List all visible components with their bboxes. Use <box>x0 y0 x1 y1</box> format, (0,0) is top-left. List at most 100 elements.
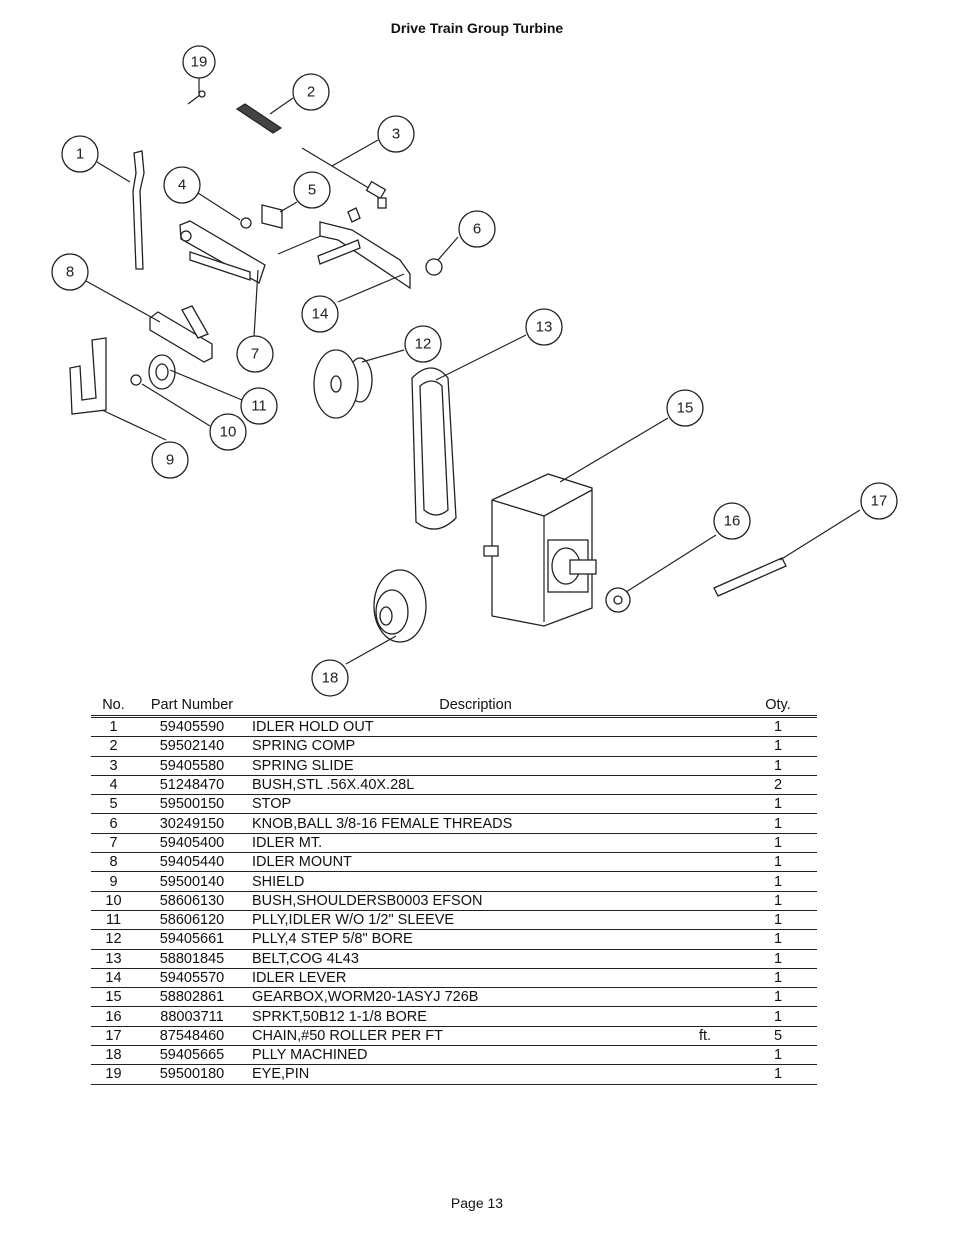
cell-qty: 1 <box>739 756 817 776</box>
svg-text:8: 8 <box>66 264 74 281</box>
bush-part <box>240 217 252 229</box>
cell-part-number: 58606120 <box>136 910 248 931</box>
cell-unit <box>699 736 739 757</box>
cell-description: PLLY,IDLER W/O 1/2" SLEEVE <box>248 910 699 931</box>
cell-unit <box>699 929 739 950</box>
cell-no: 3 <box>91 756 136 776</box>
parts-table-header: No. Part Number Description Oty. <box>91 696 817 718</box>
page-title: Drive Train Group Turbine <box>390 20 564 36</box>
cell-unit <box>699 794 739 815</box>
cell-qty: 1 <box>739 929 817 950</box>
cell-description: IDLER MT. <box>248 833 699 854</box>
callout-15: 15 <box>666 389 704 427</box>
callout-7: 7 <box>236 335 274 373</box>
svg-text:11: 11 <box>251 398 267 415</box>
svg-text:3: 3 <box>392 126 400 143</box>
eye-pin-part <box>187 90 206 105</box>
cell-description: SPRKT,50B12 1-1/8 BORE <box>248 1006 699 1027</box>
svg-text:1: 1 <box>76 146 84 163</box>
cell-qty: 1 <box>739 871 817 892</box>
callout-9: 9 <box>151 441 189 479</box>
cell-qty: 1 <box>739 949 817 969</box>
cell-part-number: 59500140 <box>136 871 248 892</box>
idler-mount-part <box>149 305 213 363</box>
cell-qty: 2 <box>739 775 817 796</box>
roller-chain-part <box>713 557 787 597</box>
idler-mt-part <box>179 220 266 284</box>
cell-unit <box>699 716 739 738</box>
cell-unit <box>699 871 739 892</box>
gearbox-part <box>483 473 597 627</box>
cell-no: 2 <box>91 736 136 757</box>
cell-qty: 1 <box>739 1045 817 1066</box>
cell-unit: ft. <box>699 1026 739 1047</box>
exploded-parts-diagram: 19 2 3 1 4 5 6 8 14 13 12 7 11 15 10 9 1… <box>51 45 898 697</box>
cell-part-number: 59405580 <box>136 756 248 776</box>
cell-no: 18 <box>91 1045 136 1066</box>
svg-text:2: 2 <box>307 84 315 101</box>
cog-belt-part <box>411 367 457 530</box>
spring-slide-part <box>301 147 387 209</box>
callout-3: 3 <box>377 115 415 153</box>
svg-text:4: 4 <box>178 177 186 194</box>
cell-part-number: 59405590 <box>136 716 248 738</box>
cell-description: SPRING SLIDE <box>248 756 699 776</box>
cell-no: 13 <box>91 949 136 969</box>
svg-text:7: 7 <box>251 346 259 363</box>
svg-text:6: 6 <box>473 221 481 238</box>
cell-no: 17 <box>91 1026 136 1047</box>
cell-no: 6 <box>91 813 136 834</box>
cell-part-number: 59405661 <box>136 929 248 950</box>
shoulder-bush-part <box>130 374 142 386</box>
svg-text:18: 18 <box>322 670 339 687</box>
callout-12: 12 <box>404 325 442 363</box>
cell-unit <box>699 813 739 834</box>
col-header-no: No. <box>91 696 136 718</box>
knob-part <box>425 258 443 276</box>
cell-qty: 1 <box>739 968 817 989</box>
cell-description: CHAIN,#50 ROLLER PER FT <box>248 1026 699 1047</box>
cell-qty: 1 <box>739 736 817 757</box>
svg-text:5: 5 <box>308 182 316 199</box>
cell-description: EYE,PIN <box>248 1064 699 1085</box>
callout-18: 18 <box>311 659 349 697</box>
cell-unit <box>699 852 739 873</box>
svg-text:13: 13 <box>536 319 553 336</box>
cell-no: 5 <box>91 794 136 815</box>
page-number: Page 13 <box>450 1195 504 1211</box>
parts-table: No. Part Number Description Oty. 1 594055… <box>91 696 817 1085</box>
svg-text:19: 19 <box>191 54 208 71</box>
cell-unit <box>699 891 739 911</box>
cell-qty: 1 <box>739 813 817 834</box>
cell-part-number: 59502140 <box>136 736 248 757</box>
cell-unit <box>699 968 739 989</box>
cell-part-number: 87548460 <box>136 1026 248 1047</box>
callout-13: 13 <box>525 308 563 346</box>
cell-part-number: 88003711 <box>136 1006 248 1027</box>
cell-qty: 5 <box>739 1026 817 1047</box>
cell-description: PLLY,4 STEP 5/8" BORE <box>248 929 699 950</box>
callout-10: 10 <box>209 413 247 451</box>
svg-text:10: 10 <box>220 424 237 441</box>
cell-unit <box>699 775 739 796</box>
spring-part <box>235 103 283 134</box>
cell-qty: 1 <box>739 987 817 1008</box>
idler-lever-part <box>277 207 411 290</box>
callout-16: 16 <box>713 502 751 540</box>
cell-part-number: 59405400 <box>136 833 248 854</box>
cell-description: BUSH,STL .56X.40X.28L <box>248 775 699 796</box>
cell-part-number: 58802861 <box>136 987 248 1008</box>
cell-no: 8 <box>91 852 136 873</box>
svg-text:15: 15 <box>677 400 694 417</box>
idler-hold-out-part <box>132 150 145 270</box>
